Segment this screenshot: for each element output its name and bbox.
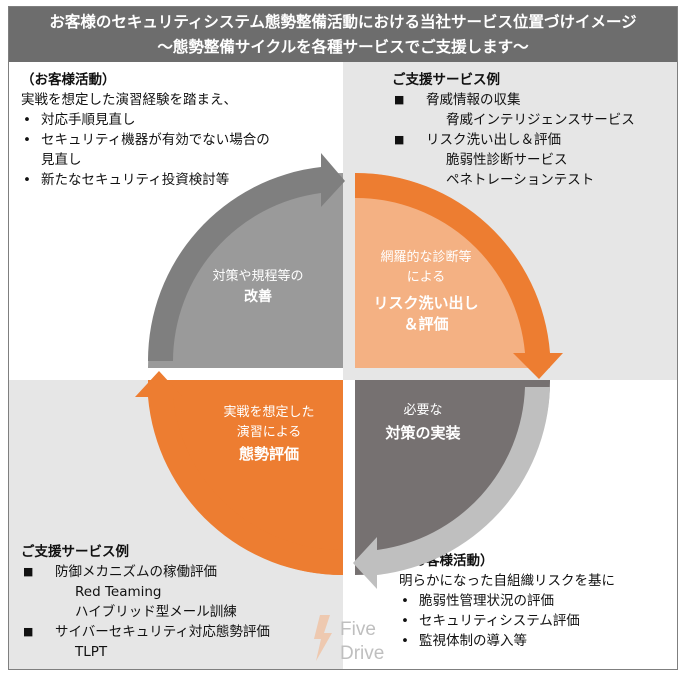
logo-line2: Drive: [340, 643, 384, 664]
list-item: ■防御メカニズムの稼働評価: [23, 564, 217, 580]
bottom-left-heading: ご支援サービス例: [21, 544, 129, 560]
cycle-diagram: 対策や規程等の 改善 網羅的な診断等 による リスク洗い出し ＆評価 必要な 対…: [135, 153, 563, 589]
bullet-icon: •: [401, 633, 409, 649]
risk-label-line2: による: [407, 270, 446, 285]
list-item: •監視体制の導入等: [401, 633, 527, 649]
lightning-icon: [314, 615, 332, 661]
risk-label-bold2: ＆評価: [403, 315, 448, 333]
bullet-icon: •: [401, 593, 409, 609]
bottom-right-intro: 明らかになった自組織リスクを基に: [399, 573, 615, 589]
list-item: •対応手順見直し: [23, 112, 136, 128]
bullet-icon: •: [23, 132, 31, 148]
top-right-text: ご支援サービス例 ■脅威情報の収集 脅威インテリジェンスサービス ■リスク洗い出…: [392, 70, 635, 190]
sector-improve: [148, 173, 343, 368]
square-bullet-icon: ■: [23, 565, 34, 578]
list-subitem: 脆弱性診断サービス: [446, 152, 568, 168]
header-title: お客様のセキュリティシステム態勢整備活動における当社サービス位置づけイメージ: [49, 13, 637, 31]
sector-implement: [355, 380, 550, 575]
logo-line1: Five: [340, 619, 376, 640]
square-bullet-icon: ■: [23, 625, 34, 638]
list-item: •脆弱性管理状況の評価: [401, 593, 554, 609]
list-item-continuation: 見直し: [41, 152, 82, 168]
bullet-icon: •: [401, 613, 409, 629]
list-item: •セキュリティ機器が有効でない場合の: [23, 132, 270, 148]
list-subitem: 脅威インテリジェンスサービス: [446, 112, 635, 128]
list-subitem: Red Teaming: [75, 584, 162, 600]
top-left-intro: 実戦を想定した演習経験を踏まえ、: [21, 92, 237, 108]
five-drive-logo: Five Drive: [314, 615, 384, 664]
list-item: •新たなセキュリティ投資検討等: [23, 172, 230, 188]
header-banner: お客様のセキュリティシステム態勢整備活動における当社サービス位置づけイメージ ～…: [9, 7, 677, 62]
bottom-left-text: ご支援サービス例 ■防御メカニズムの稼働評価 Red Teaming ハイブリッ…: [21, 542, 270, 662]
evaluate-label-line1: 実戦を想定した: [223, 404, 314, 420]
implement-label-line1: 必要な: [403, 403, 442, 418]
risk-label-bold1: リスク洗い出し: [373, 294, 478, 312]
bullet-icon: •: [23, 112, 31, 128]
top-right-heading: ご支援サービス例: [392, 72, 500, 88]
diagram-frame: お客様のセキュリティシステム態勢整備活動における当社サービス位置づけイメージ ～…: [8, 6, 678, 670]
arc-arrow-bottom-left: [135, 371, 343, 576]
sector-evaluate: [148, 380, 343, 575]
list-subitem: TLPT: [75, 644, 108, 660]
square-bullet-icon: ■: [394, 93, 405, 106]
bottom-right-text: （お客様活動） 明らかになった自組織リスクを基に •脆弱性管理状況の評価 •セキ…: [399, 551, 615, 651]
square-bullet-icon: ■: [394, 133, 405, 146]
header-subtitle: ～態勢整備サイクルを各種サービスでご支援します～: [157, 38, 529, 56]
sector-risk: [355, 173, 550, 368]
top-left-heading: （お客様活動）: [21, 72, 116, 88]
improve-label-bold: 改善: [244, 288, 272, 305]
list-item: ■脅威情報の収集: [394, 92, 521, 108]
bullet-icon: •: [23, 172, 31, 188]
list-subitem: ペネトレーションテスト: [446, 172, 595, 188]
list-item: ■サイバーセキュリティ対応態勢評価: [23, 624, 270, 640]
list-subitem: ハイブリッド型メール訓練: [75, 604, 237, 620]
evaluate-label-bold: 態勢評価: [239, 445, 299, 463]
list-item: •セキュリティシステム評価: [401, 613, 580, 629]
implement-label-bold: 対策の実装: [384, 424, 461, 442]
risk-label-line1: 網羅的な診断等: [380, 249, 471, 265]
list-item: ■リスク洗い出し＆評価: [394, 132, 561, 148]
arc-arrow-bottom-right: [353, 387, 550, 589]
arc-arrow-top-right: [355, 172, 563, 379]
arc-arrow-top-left: [147, 153, 345, 361]
improve-label-line1: 対策や規程等の: [212, 268, 303, 284]
top-left-text: （お客様活動） 実戦を想定した演習経験を踏まえ、 •対応手順見直し •セキュリテ…: [21, 70, 270, 190]
evaluate-label-line2: 演習による: [237, 424, 302, 440]
